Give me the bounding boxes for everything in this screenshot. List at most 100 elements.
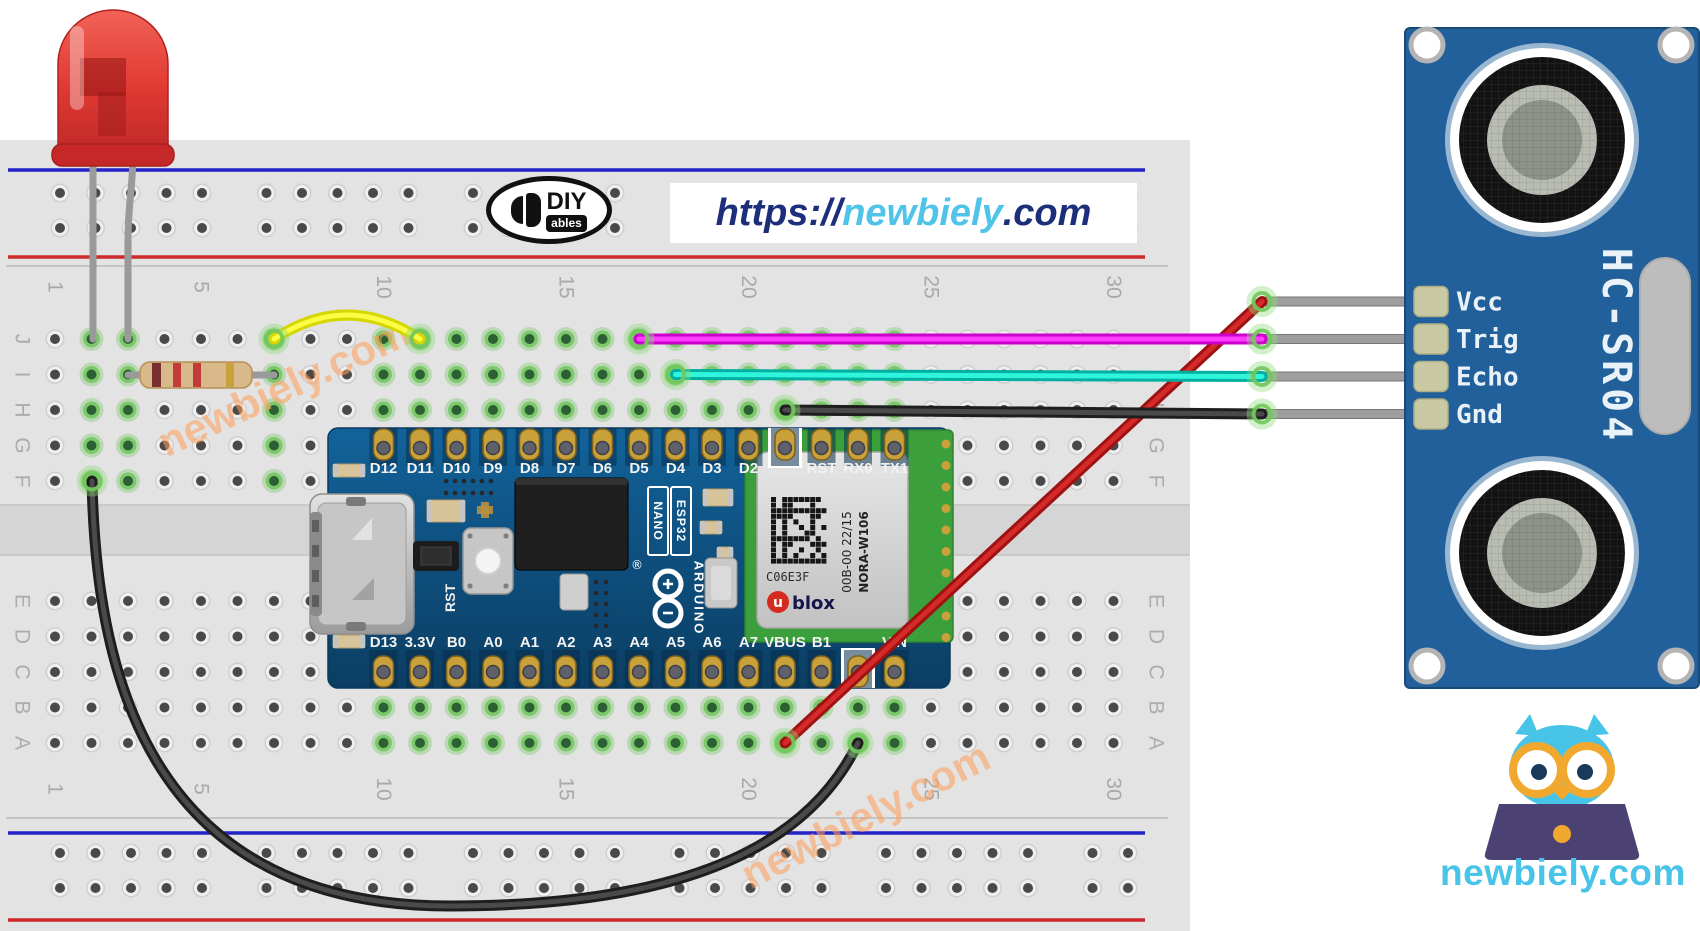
pin-label-D13: D13: [370, 634, 398, 651]
column-label: 5: [190, 783, 213, 795]
pin-label-A5: A5: [666, 634, 685, 651]
diyables-icon: [511, 193, 542, 227]
column-label: 5: [190, 281, 213, 293]
sensor-pad-Vcc: [1413, 285, 1449, 318]
module-lot: 00B-00 22/15: [840, 511, 854, 593]
pin-RST: RST: [807, 428, 837, 477]
resistor-band-1: [152, 363, 161, 387]
column-label: 15: [555, 275, 578, 298]
row-label: E: [11, 594, 34, 608]
led: [51, 9, 175, 343]
connection-glow: [1246, 398, 1278, 430]
pin-label-A1: A1: [520, 634, 539, 651]
pin-label-D10: D10: [443, 460, 471, 477]
pin-D2: D2: [734, 428, 763, 477]
wire-black-gnd-sensor: [779, 404, 1268, 420]
wire-yellow-jumper: [268, 309, 426, 345]
url-protocol: https://: [715, 191, 843, 234]
sensor-pin-label: Vcc: [1456, 288, 1503, 318]
row-label: F: [1145, 475, 1168, 488]
pin-B0: B0: [442, 634, 471, 688]
transducer-bottom: [1445, 456, 1639, 650]
screw-hole: [1408, 647, 1446, 685]
reset-button: [462, 527, 514, 595]
column-label: 20: [737, 777, 760, 800]
pin-label-A3: A3: [593, 634, 612, 651]
column-label: 25: [920, 275, 943, 298]
pin-label-D6: D6: [593, 460, 612, 477]
pin-label-A7: A7: [739, 634, 758, 651]
connection-glow: [404, 323, 436, 355]
row-label: J: [11, 334, 34, 345]
pin-RX0: RX0: [843, 428, 873, 477]
pin-D8: D8: [515, 428, 544, 477]
column-label: 30: [1102, 275, 1125, 298]
smd-component: [426, 499, 466, 523]
led-flange: [51, 143, 175, 167]
screw-hole: [1657, 26, 1695, 64]
pin-label-D3: D3: [702, 460, 721, 477]
row-label: F: [11, 475, 34, 488]
url-domain: newbiely: [842, 191, 1003, 234]
pin-label-A2: A2: [556, 634, 575, 651]
pin-label-3.3V: 3.3V: [405, 634, 436, 651]
row-label: C: [1145, 664, 1168, 679]
pin-D3: D3: [698, 428, 726, 477]
pin-label-RST: RST: [807, 460, 837, 477]
diyables-logo: DIY ables: [486, 176, 612, 244]
pin-A5: A5: [661, 634, 690, 688]
pin-label-A4: A4: [629, 634, 649, 651]
ublox-logo-icon: [767, 591, 789, 613]
row-label: D: [1145, 629, 1168, 644]
sensor-pin-lead: [1262, 409, 1417, 419]
sensor-pad-Trig: [1413, 323, 1449, 355]
owl-icon: [1484, 714, 1640, 860]
row-label: H: [11, 402, 34, 417]
row-label: E: [1145, 594, 1168, 608]
pin-A1: A1: [515, 634, 544, 688]
sensor-pad-Gnd: [1413, 398, 1449, 430]
esp32-silk-label: ESP32: [674, 500, 688, 542]
url-banner: https://newbiely.com: [670, 183, 1137, 243]
newbiely-owl-logo: newbiely.com: [1437, 712, 1689, 917]
column-label: 20: [737, 275, 760, 298]
connection-glow: [769, 394, 801, 426]
pin-label-A0: A0: [483, 634, 502, 651]
transducer-top: [1445, 43, 1639, 237]
resistor-band-2: [173, 363, 181, 387]
connection-glow: [1246, 286, 1278, 317]
registered-mark: ®: [631, 558, 643, 572]
screw-hole: [1657, 647, 1695, 685]
pin-D11: D11: [406, 428, 434, 477]
column-label: 10: [372, 777, 395, 800]
pin-D6: D6: [588, 428, 617, 477]
row-label: G: [1145, 437, 1168, 453]
column-label: 10: [372, 275, 395, 298]
pin-D12: D12: [369, 428, 398, 477]
sensor-pin-lead: [1262, 296, 1417, 307]
usb-c-connector: [309, 493, 415, 635]
pin-label-D2: D2: [739, 460, 758, 477]
pin-A3: A3: [588, 634, 617, 688]
resistor-band-3: [193, 363, 201, 387]
sensor-pin-label: Echo: [1456, 363, 1519, 393]
pin-A6: A6: [698, 634, 726, 688]
pin-A4: A4: [625, 634, 653, 688]
connection-glow: [842, 727, 874, 759]
row-label: D: [11, 629, 34, 644]
footer-site-text: newbiely.com: [1440, 852, 1686, 893]
pin-label-D8: D8: [520, 460, 539, 477]
rst-silk-label: RST: [442, 584, 458, 612]
diyables-sub: ables: [546, 215, 587, 232]
column-label: 30: [1102, 777, 1125, 800]
pin-A0: A0: [479, 634, 507, 688]
resistor: [124, 361, 278, 389]
diyables-name: DIY: [546, 188, 587, 215]
smd-component: [559, 573, 589, 611]
module-code: C06E3F: [766, 570, 809, 584]
column-label: 1: [44, 281, 67, 293]
screw-hole: [1408, 26, 1446, 64]
